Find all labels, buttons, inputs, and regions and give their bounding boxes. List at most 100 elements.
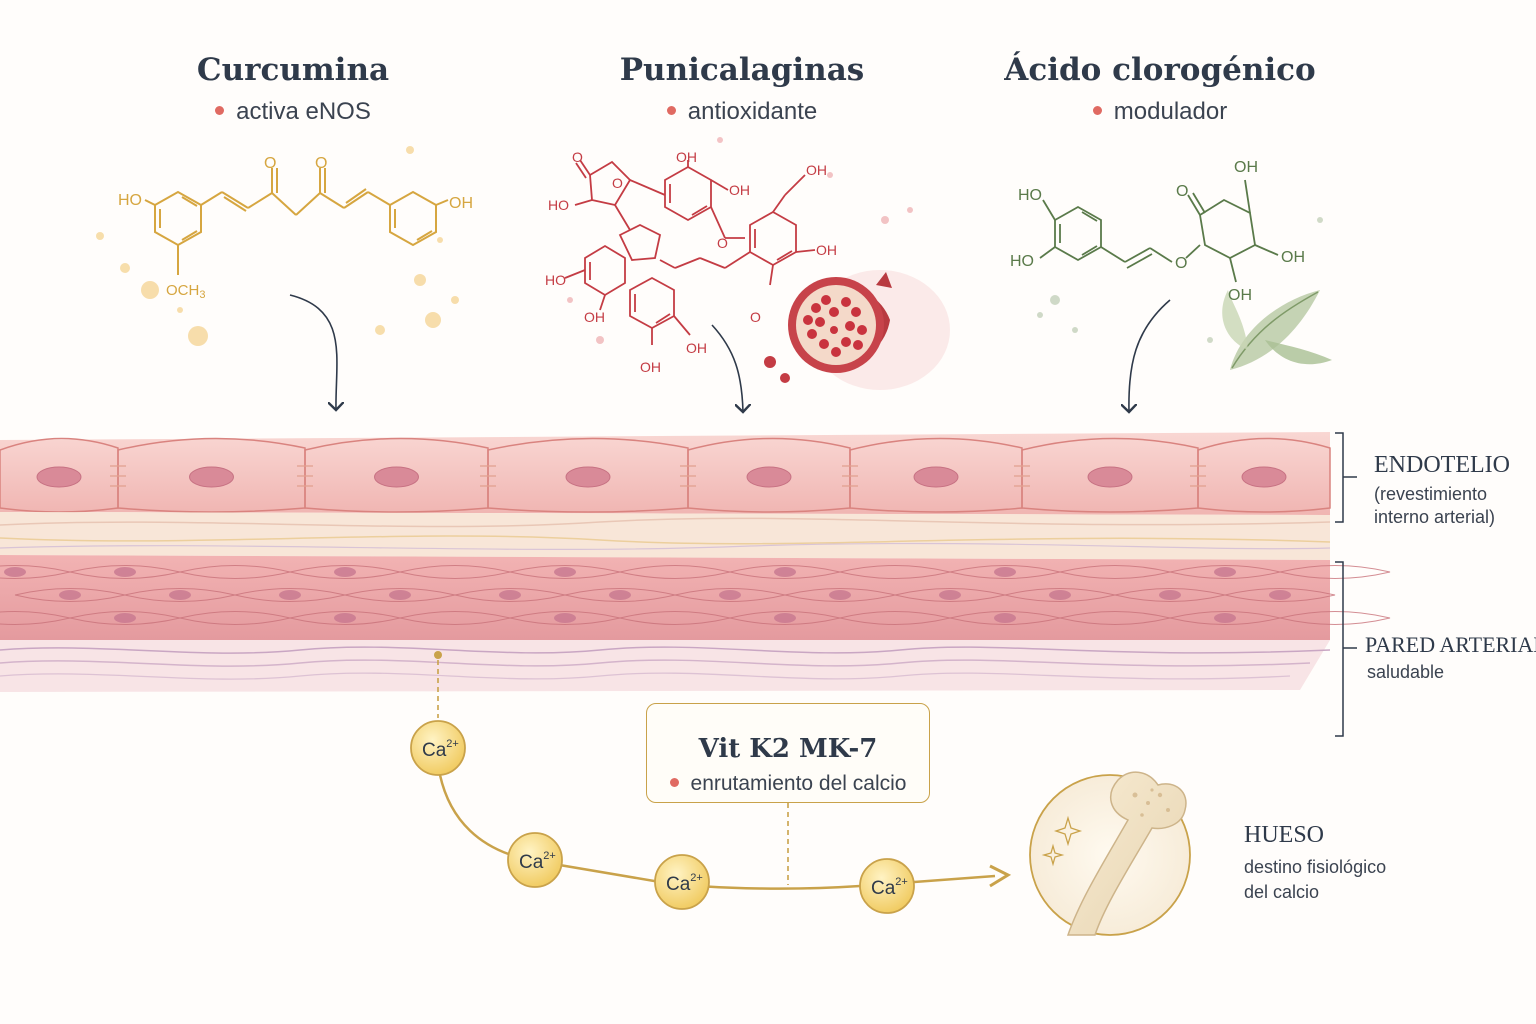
atom-label: OH <box>686 340 707 356</box>
muscle-nucleus <box>554 613 576 623</box>
muscle-nucleus <box>4 567 26 577</box>
cell-nucleus <box>913 466 959 488</box>
atom-label: O <box>1176 183 1188 200</box>
atom-label: OH <box>806 162 827 178</box>
cell-nucleus <box>1241 466 1287 488</box>
cell-junction <box>480 465 496 487</box>
endothelium-layer <box>0 432 1331 515</box>
cell-nucleus <box>1087 466 1133 488</box>
calcium-source-dot <box>434 651 442 659</box>
atom-label: HO <box>548 197 569 213</box>
calcium-symbol: Ca <box>519 852 544 873</box>
endothelial-cell <box>1197 437 1331 513</box>
muscle-nucleus <box>774 613 796 623</box>
muscle-nucleus <box>389 590 411 600</box>
atom-label: OCH <box>166 282 199 299</box>
calcium-ion-circle <box>859 858 915 914</box>
atom-label: O <box>572 149 583 165</box>
atom-label: OH <box>1281 249 1305 266</box>
punicalagin-molecule <box>564 137 913 345</box>
pared-bracket <box>1335 561 1344 737</box>
cell-junction <box>1190 465 1206 487</box>
calcium-ion: Ca2+ <box>654 854 710 910</box>
adventitia-layer <box>0 640 1331 692</box>
cell-nucleus <box>189 466 234 488</box>
muscle-nucleus <box>1049 590 1071 600</box>
atom-label: OH <box>584 309 605 325</box>
endotelio-label: ENDOTELIO <box>1374 452 1510 478</box>
acido-clorogenico-title: Ácido clorogénico <box>1004 52 1316 88</box>
calcium-charge: 2+ <box>690 872 703 884</box>
vit-k2-title: Vit K2 MK-7 <box>698 734 878 764</box>
muscle-nucleus <box>169 590 191 600</box>
muscle-nucleus <box>114 613 136 623</box>
muscle-nucleus <box>59 590 81 600</box>
muscle-nucleus <box>114 567 136 577</box>
hueso-desc-1: destino fisiológico <box>1244 857 1387 877</box>
muscle-nucleus <box>609 590 631 600</box>
muscle-nucleus <box>719 590 741 600</box>
vit-k2-role-text: enrutamiento del calcio <box>690 772 907 795</box>
cell-junction <box>680 465 696 487</box>
cell-junction <box>110 465 126 487</box>
muscle-nucleus <box>334 613 356 623</box>
atom-label: OH <box>640 359 661 375</box>
vit-k2-role: enrutamiento del calcio <box>647 772 929 796</box>
arterial-wall-layer <box>0 555 1391 640</box>
muscle-nucleus <box>994 613 1016 623</box>
muscle-nucleus <box>1214 567 1236 577</box>
atom-label: OH <box>1228 287 1252 304</box>
calcium-symbol: Ca <box>666 874 691 895</box>
leaf-image <box>1222 290 1332 370</box>
muscle-nucleus <box>1159 590 1181 600</box>
calcium-symbol: Ca <box>871 878 896 899</box>
calcium-symbol: Ca <box>422 740 447 761</box>
muscle-nucleus <box>334 567 356 577</box>
muscle-nucleus <box>939 590 961 600</box>
atom-label: OH <box>676 149 697 165</box>
smooth-muscle-cell <box>1279 611 1391 625</box>
curcumina-title: Curcumina <box>196 52 390 88</box>
curcumina-role: activa eNOS <box>143 98 443 126</box>
smooth-muscle-cell <box>1279 565 1391 579</box>
vit-k2-box: Vit K2 MK-7 enrutamiento del calcio <box>646 703 930 803</box>
muscle-nucleus <box>554 567 576 577</box>
atom-label: O <box>315 155 327 172</box>
cell-nucleus <box>746 466 792 488</box>
calcium-ion: Ca2+ <box>410 720 466 776</box>
muscle-nucleus <box>279 590 301 600</box>
bone-image <box>1029 771 1191 936</box>
pomegranate-image <box>764 270 950 390</box>
curcumin-molecule <box>96 146 459 346</box>
atom-label-subscript: 3 <box>199 289 205 301</box>
chlorogenic-arrow <box>1129 299 1171 412</box>
bullet-dot <box>1092 106 1102 116</box>
calcium-ion: Ca2+ <box>859 858 915 914</box>
calcium-route-arrowhead <box>989 864 1012 888</box>
smooth-muscle-cell <box>1224 588 1336 602</box>
calcium-ion-label: Ca2+ <box>519 850 556 873</box>
muscle-nucleus <box>1214 613 1236 623</box>
calcium-ion-circle <box>654 854 710 910</box>
atom-label: O <box>717 235 728 251</box>
atom-label: O <box>1175 255 1187 272</box>
chlorogenic-splashes <box>1037 217 1323 343</box>
calcium-charge: 2+ <box>446 738 459 750</box>
muscle-nucleus <box>994 567 1016 577</box>
sparkle-icon <box>1053 815 1083 847</box>
punicalagin-splashes <box>567 137 913 344</box>
atom-label: OH <box>729 182 750 198</box>
hueso-desc-2: del calcio <box>1244 882 1320 902</box>
hueso-title: HUESO <box>1244 822 1325 848</box>
atom-label: OH <box>1234 159 1258 176</box>
calcium-ion-label: Ca2+ <box>666 872 703 895</box>
endotelio-desc-2: interno arterial) <box>1374 507 1496 527</box>
calcium-charge: 2+ <box>543 850 556 862</box>
curcumin-arrow <box>289 294 337 410</box>
endotelio-bracket <box>1335 432 1344 523</box>
atom-label: HO <box>545 272 566 288</box>
cell-junction <box>842 465 858 487</box>
svg-text:OCH3: OCH3 <box>166 282 205 301</box>
cell-nucleus <box>36 466 82 488</box>
cell-nucleus <box>565 466 611 488</box>
